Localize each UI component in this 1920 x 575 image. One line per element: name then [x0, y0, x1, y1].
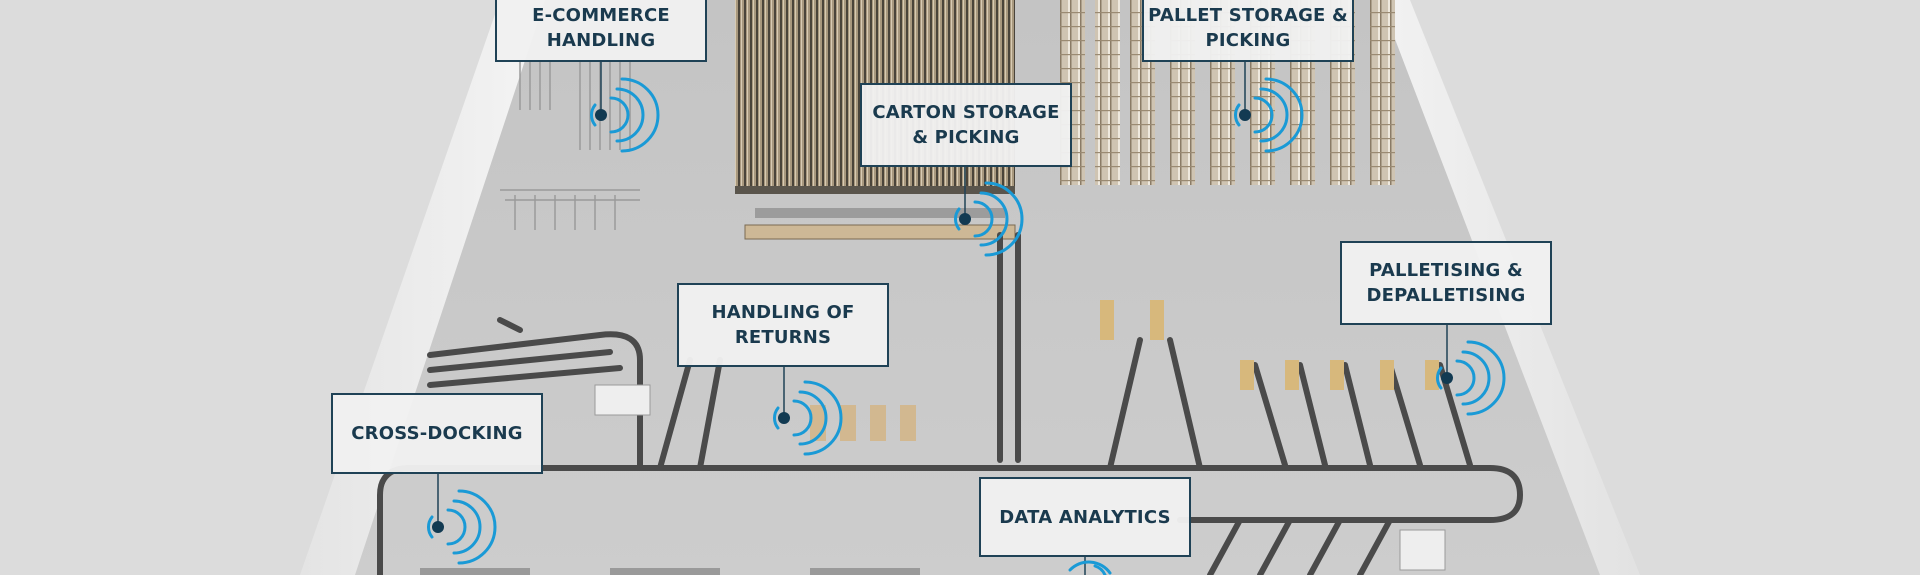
label-line: HANDLING OF	[711, 302, 855, 323]
label-handling-of-returns[interactable]: HANDLING OF RETURNS	[677, 283, 889, 367]
label-line: E-COMMERCE	[532, 5, 670, 26]
label-line: CROSS-DOCKING	[351, 423, 523, 444]
label-carton-storage-picking[interactable]: CARTON STORAGE & PICKING	[860, 83, 1072, 167]
label-line: & PICKING	[912, 127, 1020, 148]
label-line: DEPALLETISING	[1366, 285, 1526, 306]
hotspot-dots	[432, 109, 1453, 533]
robot-cells	[1100, 300, 1439, 390]
label-cross-docking[interactable]: CROSS-DOCKING	[331, 393, 543, 474]
label-e-commerce-handling[interactable]: E-COMMERCE HANDLING	[495, 0, 707, 62]
label-line: PALLETISING &	[1369, 260, 1523, 281]
e-commerce-area	[500, 60, 640, 230]
label-line: DATA ANALYTICS	[999, 506, 1171, 528]
label-pallet-storage-picking[interactable]: PALLET STORAGE & PICKING	[1142, 0, 1354, 62]
hotspot-markers	[437, 62, 1448, 575]
label-data-analytics[interactable]: DATA ANALYTICS	[979, 477, 1191, 557]
label-palletising-depalletising[interactable]: PALLETISING & DEPALLETISING	[1340, 241, 1552, 325]
label-line: RETURNS	[734, 327, 832, 348]
label-line: CARTON STORAGE	[872, 102, 1060, 123]
label-line: HANDLING	[546, 30, 656, 51]
signal-rings	[427, 77, 1506, 575]
bottom-stations	[420, 568, 920, 575]
label-line: PALLET STORAGE &	[1148, 5, 1348, 26]
label-line: PICKING	[1205, 30, 1291, 51]
conveyor-network	[377, 232, 1524, 575]
returns-stations	[810, 405, 916, 441]
